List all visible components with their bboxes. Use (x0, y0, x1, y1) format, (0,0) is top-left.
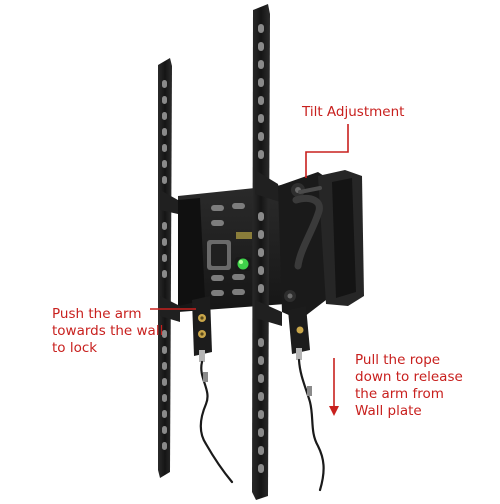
tilt-label-line: Tilt Adjustment (302, 104, 405, 120)
wall-plate (178, 182, 312, 312)
annotation-pointers (150, 124, 349, 408)
tilt-adjustment-label: Tilt Adjustment (302, 104, 404, 121)
left-lock-arm (192, 296, 212, 362)
release-ropes (199, 358, 325, 492)
push-label-line: towards the wall (52, 323, 164, 339)
pull-label-line: the arm from (355, 386, 444, 402)
rope-clips (203, 372, 312, 396)
push-label-line: Push the arm (52, 306, 142, 322)
tilt-pointer-line (305, 124, 349, 178)
left-vertical-rail (158, 58, 180, 478)
push-label-line: to lock (52, 340, 98, 356)
pull-label-line: Pull the rope (355, 352, 441, 368)
right-lock-arm (288, 306, 310, 360)
tilt-bracket (278, 170, 364, 320)
left-release-rope (199, 360, 234, 484)
pull-arrow-head (329, 406, 339, 416)
push-arm-label: Push the arm towards the wall to lock (52, 306, 163, 357)
pull-label-line: Wall plate (355, 403, 422, 419)
pull-rope-label: Pull the rope down to release the arm fr… (355, 352, 463, 420)
right-vertical-rail (252, 4, 282, 500)
bubble-level (235, 257, 251, 271)
pull-label-line: down to release (355, 369, 463, 385)
right-release-rope (297, 358, 325, 492)
